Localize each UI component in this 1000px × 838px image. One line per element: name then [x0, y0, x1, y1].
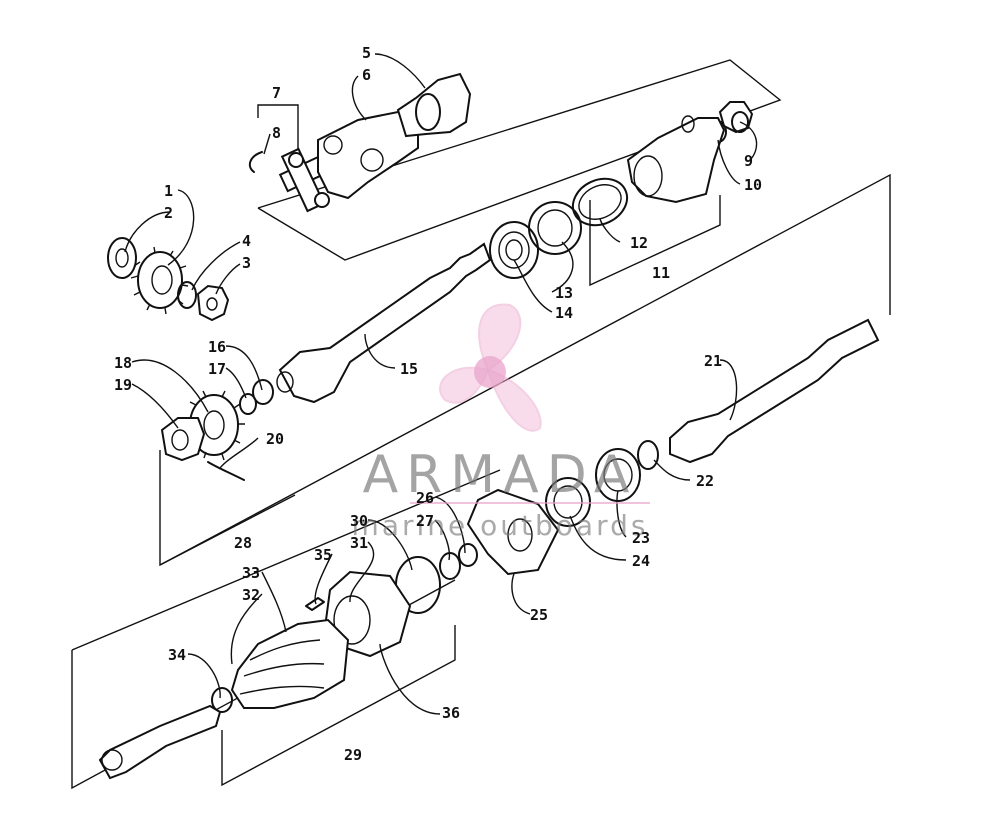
callout-12: 12: [630, 234, 648, 252]
callout-4: 4: [242, 232, 251, 250]
callout-15: 15: [400, 360, 418, 378]
parts: [98, 72, 880, 780]
callout-17: 17: [208, 360, 226, 378]
watermark: ARMADA marine outboards: [352, 303, 650, 542]
callout-6: 6: [362, 66, 371, 84]
callout-27: 27: [416, 512, 434, 530]
callout-8: 8: [272, 124, 281, 142]
group-brackets: [71, 59, 891, 790]
callout-7: 7: [272, 84, 281, 102]
callout-11: 11: [652, 264, 670, 282]
callout-26: 26: [416, 489, 434, 507]
callout-23: 23: [632, 529, 650, 547]
callout-20: 20: [266, 430, 284, 448]
callout-10: 10: [744, 176, 762, 194]
callout-24: 24: [632, 552, 650, 570]
callout-30: 30: [350, 512, 368, 530]
callout-2: 2: [164, 204, 173, 222]
callout-31: 31: [350, 534, 368, 552]
callout-5: 5: [362, 44, 371, 62]
watermark-brand: ARMADA: [363, 445, 638, 505]
callout-18: 18: [114, 354, 132, 372]
callout-22: 22: [696, 472, 714, 490]
callout-13: 13: [555, 284, 573, 302]
callout-1: 1: [164, 182, 173, 200]
callout-3: 3: [242, 254, 251, 272]
callout-labels: 1 2 3 4 5 6 7 8 9 10 11 12 13 14 15 16 1…: [114, 44, 762, 764]
callout-32: 32: [242, 586, 260, 604]
callout-34: 34: [168, 646, 186, 664]
propeller-logo-icon: [439, 303, 542, 432]
callout-29: 29: [344, 746, 362, 764]
callout-35: 35: [314, 546, 332, 564]
callout-33: 33: [242, 564, 260, 582]
callout-28: 28: [234, 534, 252, 552]
watermark-tagline: marine outboards: [352, 509, 649, 542]
callout-21: 21: [704, 352, 722, 370]
callout-9: 9: [744, 152, 753, 170]
callout-16: 16: [208, 338, 226, 356]
callout-36: 36: [442, 704, 460, 722]
leader-lines: [124, 53, 758, 715]
callout-25: 25: [530, 606, 548, 624]
callout-14: 14: [555, 304, 573, 322]
callout-19: 19: [114, 376, 132, 394]
